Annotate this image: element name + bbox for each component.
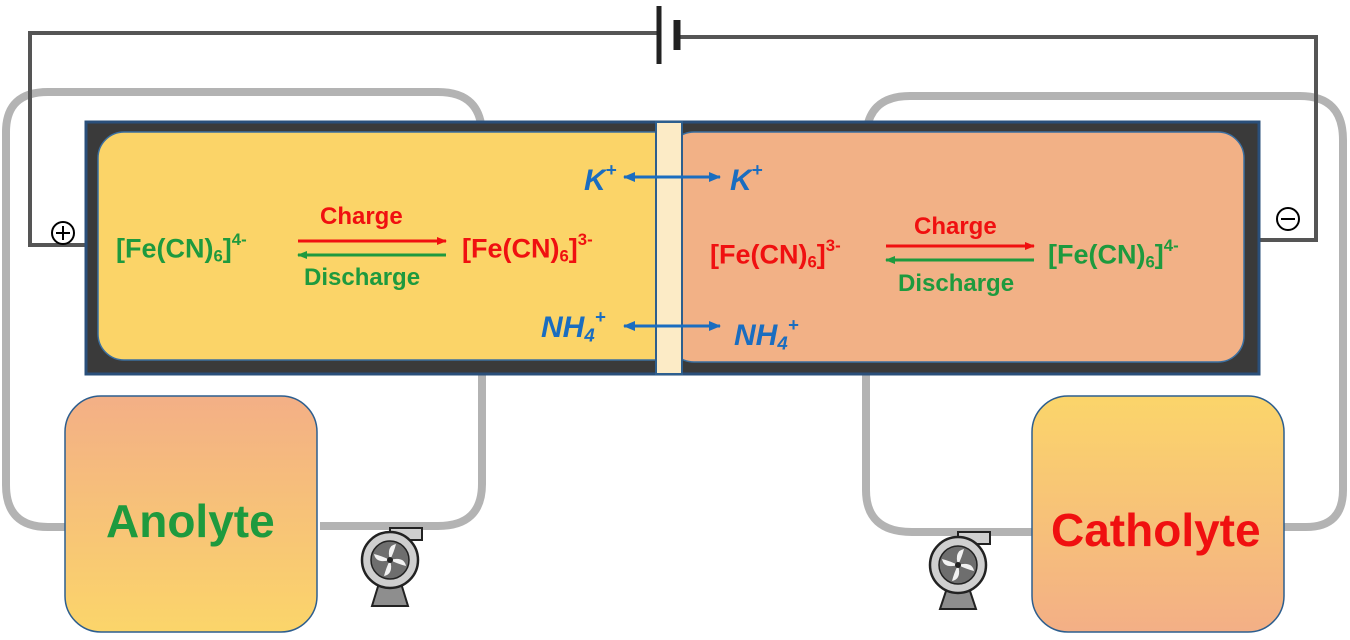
left-charge-label: Charge <box>320 203 403 230</box>
pump-icon <box>360 527 423 607</box>
right-discharge-label: Discharge <box>898 270 1015 297</box>
right-tubing-loop <box>862 92 1347 536</box>
catholyte-label: Catholyte <box>1051 504 1261 556</box>
positive-terminal-icon <box>51 221 75 245</box>
anolyte-label: Anolyte <box>106 495 275 547</box>
left-product-formula: [Fe(CN)6]3- <box>462 230 593 266</box>
catholyte-tank <box>1031 395 1285 633</box>
pump-icon <box>928 531 991 610</box>
left-discharge-label: Discharge <box>304 264 421 291</box>
external-circuit <box>28 31 1318 247</box>
k-ion-right: K+ <box>730 159 763 197</box>
right-reactant-formula: [Fe(CN)6]3- <box>710 236 841 272</box>
left-reactant-formula: [Fe(CN)6]4- <box>116 230 247 266</box>
nh4-ion-left: NH4+ <box>541 306 606 346</box>
left-tubing-loop <box>2 88 486 531</box>
anolyte-tank <box>64 395 318 633</box>
right-wire <box>678 35 1318 242</box>
right-charge-label: Charge <box>914 213 997 240</box>
nh4-ion-right: NH4+ <box>734 314 799 354</box>
left-wire <box>28 31 659 247</box>
membrane <box>655 121 683 375</box>
battery-icon <box>656 6 681 64</box>
right-product-formula: [Fe(CN)6]4- <box>1048 236 1179 272</box>
k-ion-left: K+ <box>584 159 617 197</box>
negative-terminal-icon <box>1276 207 1300 231</box>
tubing <box>2 88 1347 536</box>
